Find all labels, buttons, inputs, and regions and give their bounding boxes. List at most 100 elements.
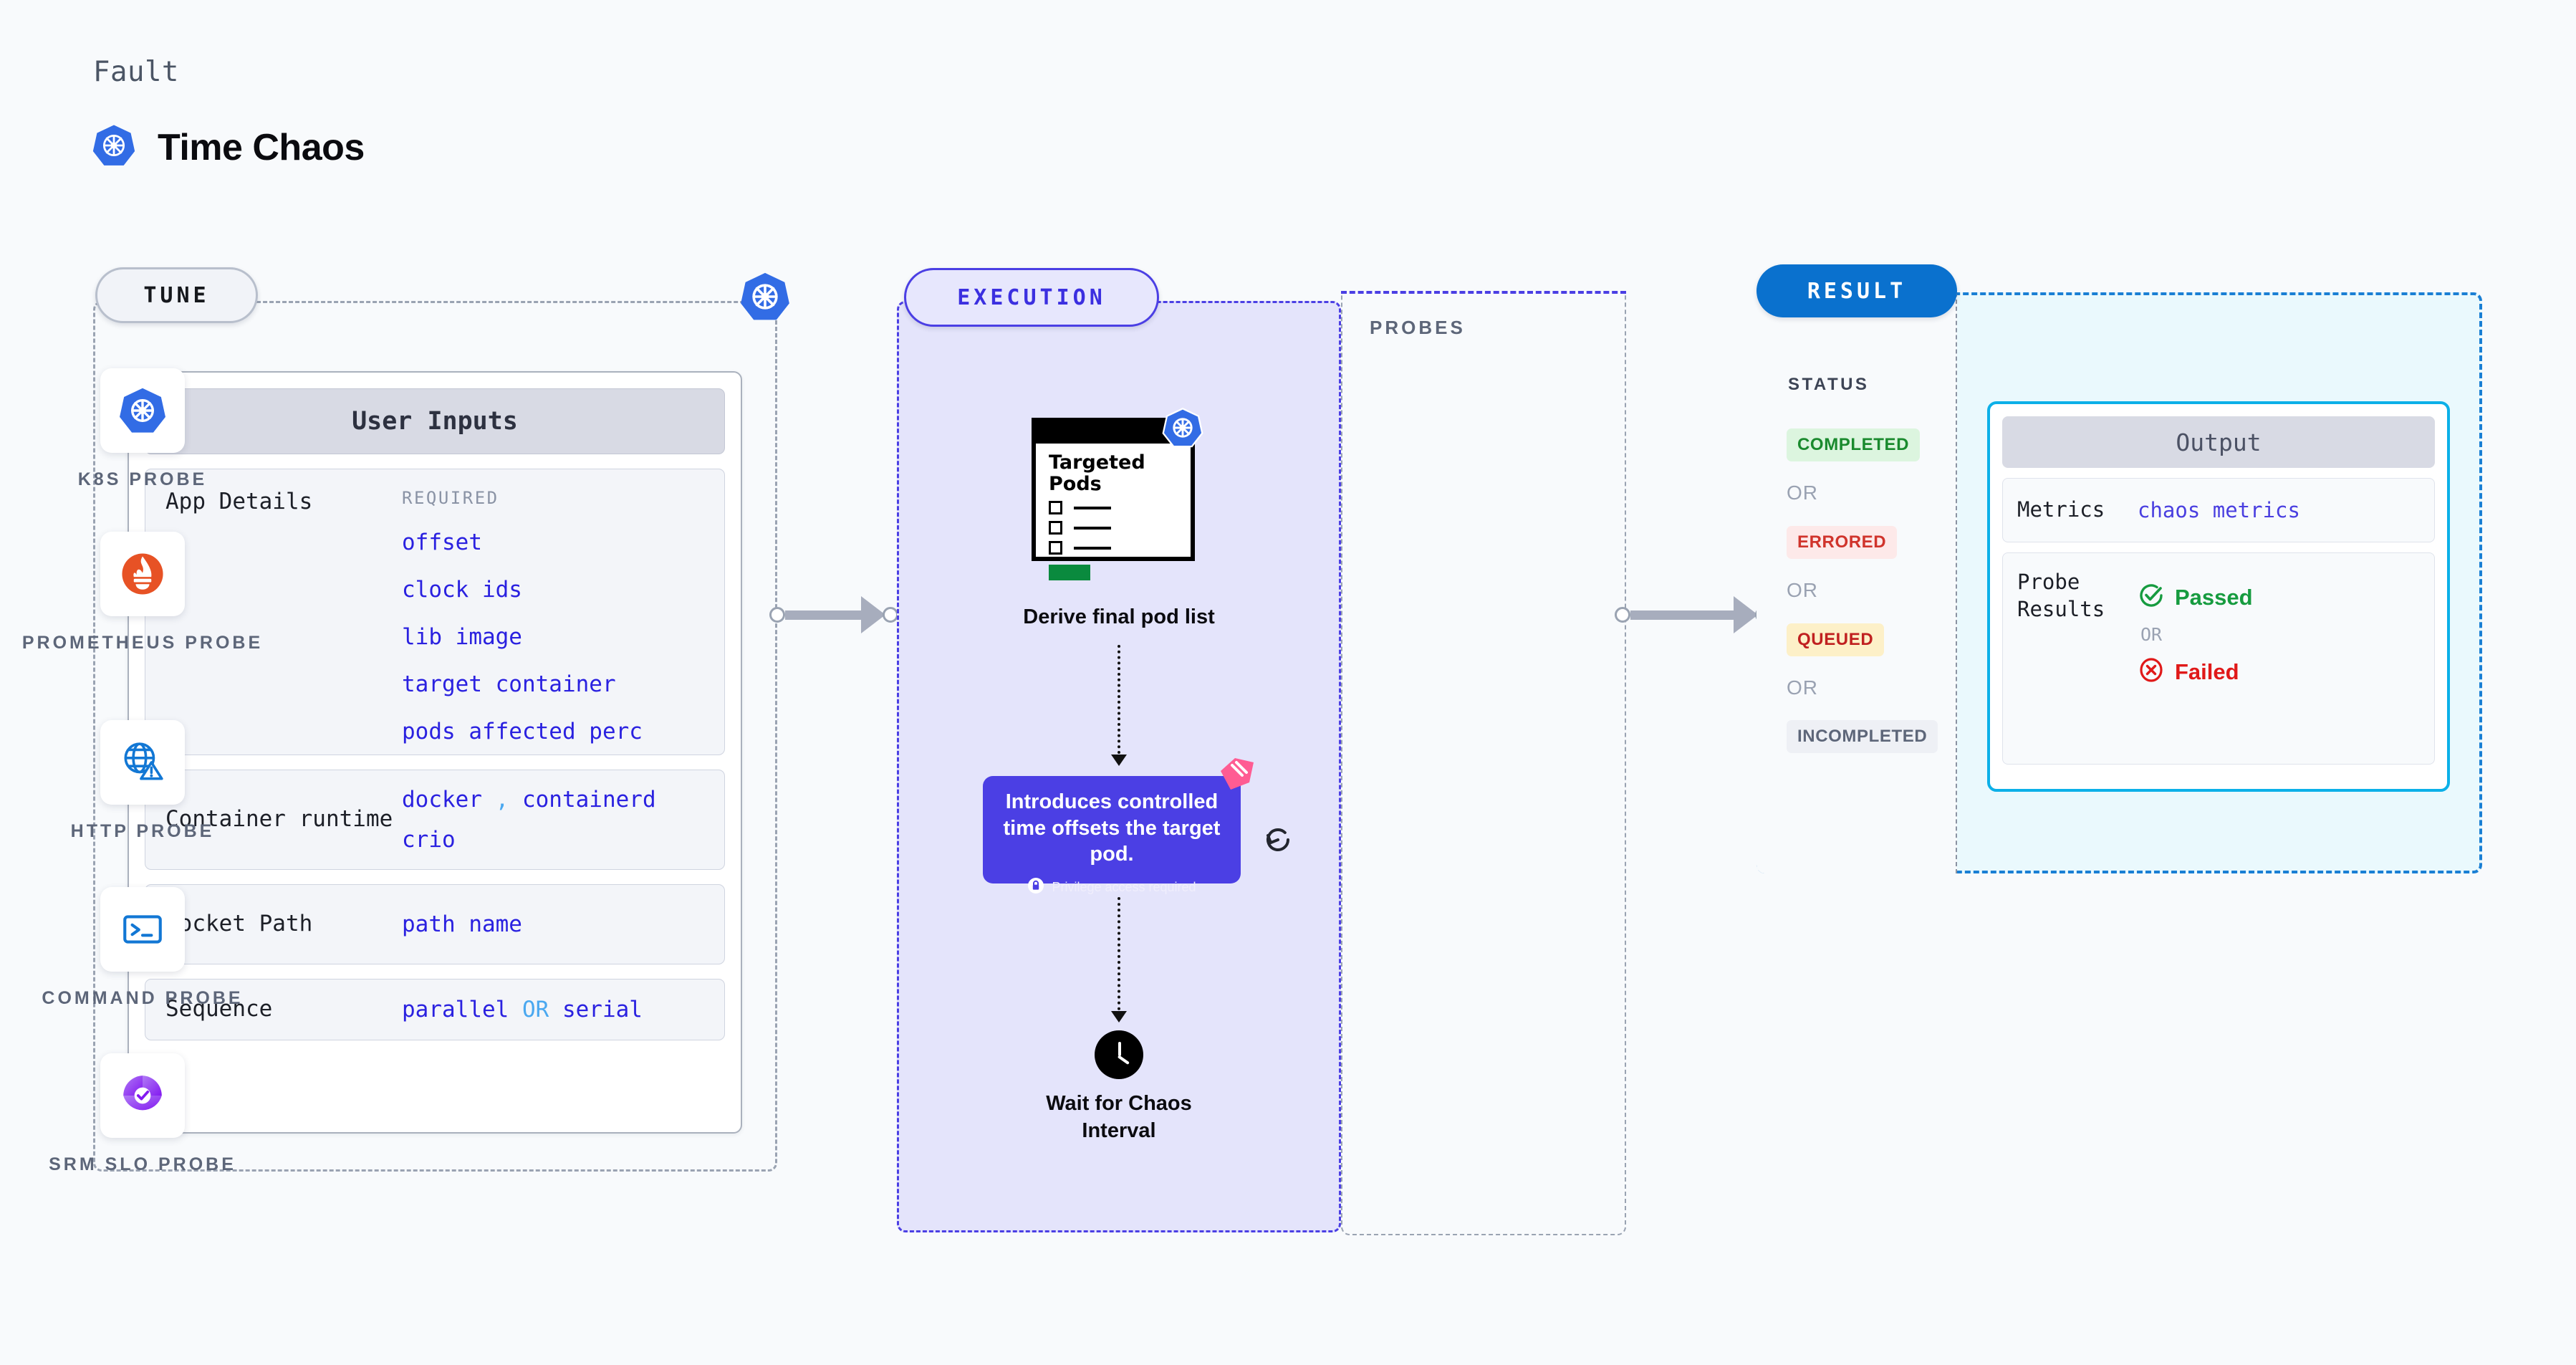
derive-pod-list-caption: Derive final pod list: [1023, 605, 1215, 628]
required-label: REQUIRED: [402, 488, 499, 508]
lock-icon: [1027, 877, 1044, 898]
execution-badge: EXECUTION: [904, 268, 1159, 327]
connector-endpoint: [1615, 607, 1630, 623]
probe-label: SRM SLO PROBE: [49, 1154, 236, 1174]
probe-result-or: OR: [2140, 624, 2163, 645]
failed-label: Failed: [2175, 658, 2239, 684]
checkbox-icon: [1049, 521, 1062, 535]
page-eyebrow: Fault: [93, 56, 179, 88]
refresh-icon[interactable]: [1261, 823, 1295, 857]
connector-endpoint: [769, 607, 785, 623]
probe-label: PROMETHEUS PROBE: [21, 633, 264, 653]
connector-arrowhead: [1734, 596, 1758, 633]
tune-panel: [93, 301, 777, 1172]
x-circle-icon: [2138, 656, 2165, 687]
probes-title: PROBES: [1370, 317, 1466, 338]
output-card: Output Metrics chaos metrics Probe Resul…: [1987, 401, 2450, 792]
kubernetes-icon: [92, 123, 136, 171]
callout-text: Introduces controlled time offsets the t…: [1003, 790, 1221, 866]
status-badge-completed: COMPLETED: [1787, 428, 1921, 461]
input-value: crio: [402, 827, 456, 853]
terminal-icon: [100, 887, 185, 972]
line-placeholder: [1074, 527, 1111, 530]
probes-top-border: [1341, 291, 1626, 294]
wait-caption-line2: Interval: [1082, 1119, 1156, 1142]
connector-arrowhead: [861, 596, 885, 633]
output-title: Output: [2002, 416, 2435, 468]
input-value: clock ids: [402, 577, 522, 603]
row-label: Sequence: [165, 996, 273, 1022]
input-row-sequence: Sequence parallel OR serial: [145, 979, 725, 1040]
status-or: OR: [1787, 676, 1818, 699]
probe-command[interactable]: COMMAND PROBE: [0, 887, 285, 1011]
line-placeholder: [1074, 547, 1111, 550]
ribbon-icon: [1218, 758, 1255, 791]
input-row-socket-path: Socket Path path name: [145, 884, 725, 964]
flow-connector: [1118, 897, 1120, 1016]
flow-connector: [1118, 645, 1120, 760]
kubernetes-icon: [100, 368, 185, 453]
probe-srm-slo[interactable]: SRM SLO PROBE: [0, 1053, 285, 1177]
page-title: Time Chaos: [158, 126, 365, 168]
connector-execution-result: [1615, 596, 1771, 633]
output-row-value: chaos metrics: [2138, 498, 2300, 522]
status-badge-queued: QUEUED: [1787, 623, 1885, 656]
document-title-line2: Pods: [1049, 472, 1102, 495]
input-value: offset: [402, 530, 482, 555]
connector-line: [785, 610, 861, 620]
probe-label: HTTP PROBE: [70, 821, 215, 841]
input-value: pods affected perc: [402, 719, 643, 744]
user-inputs-card: User Inputs App Details REQUIRED offset …: [128, 371, 742, 1134]
input-value: lib image: [402, 624, 522, 650]
probe-results-label: Probe Results: [2017, 570, 2105, 621]
kubernetes-icon: [1162, 407, 1203, 449]
document-checklist-item: [1036, 501, 1191, 515]
output-row-probe-results: Probe Results Passed OR: [2002, 552, 2435, 765]
status-or: OR: [1787, 579, 1818, 601]
wait-chaos-caption: Wait for Chaos Interval: [897, 1091, 1341, 1144]
line-placeholder: [1074, 507, 1111, 509]
status-badge-errored: ERRORED: [1787, 526, 1898, 559]
probe-label: COMMAND PROBE: [42, 988, 244, 1008]
input-row-container-runtime: Container runtime docker , containerd cr…: [145, 770, 725, 870]
probe-result-failed: Failed: [2138, 656, 2253, 687]
globe-warning-icon: [100, 720, 185, 805]
status-or: OR: [1787, 482, 1818, 504]
srm-slo-icon: [100, 1053, 185, 1138]
flow-arrowhead: [1111, 755, 1127, 766]
document-checklist-item: [1036, 541, 1191, 555]
probe-http[interactable]: HTTP PROBE: [0, 720, 285, 844]
probe-prometheus[interactable]: PROMETHEUS PROBE: [0, 532, 285, 656]
prometheus-icon: [100, 532, 185, 616]
targeted-pods-document: Targeted Pods: [1032, 418, 1195, 581]
input-value: target container: [402, 671, 616, 697]
connector-tune-execution: [769, 596, 898, 633]
probe-result-passed: Passed: [2138, 582, 2253, 613]
kubernetes-icon: [739, 271, 791, 322]
user-inputs-title: User Inputs: [145, 388, 725, 454]
tune-badge: TUNE: [95, 267, 258, 323]
privilege-label: Privilege access required: [1052, 879, 1196, 894]
input-value: docker , containerd: [402, 787, 656, 813]
probe-k8s[interactable]: K8S PROBE: [0, 368, 285, 492]
probes-panel: [1341, 292, 1626, 1235]
connector-line: [1630, 610, 1734, 620]
document-title-line1: Targeted: [1049, 451, 1145, 474]
output-row-label: Metrics: [2017, 497, 2105, 522]
status-column: [1756, 292, 1957, 873]
connector-endpoint: [883, 607, 898, 623]
output-row-metrics: Metrics chaos metrics: [2002, 478, 2435, 542]
output-row-label: Probe Results: [2017, 569, 2138, 748]
row-label: Socket Path: [165, 911, 313, 937]
privilege-notice: Privilege access required: [1027, 877, 1196, 898]
check-circle-icon: [2138, 582, 2165, 613]
flow-arrowhead: [1111, 1011, 1127, 1022]
clock-icon: [1095, 1030, 1143, 1079]
input-value: path name: [402, 911, 522, 937]
result-badge: RESULT: [1756, 264, 1957, 317]
input-value: parallel OR serial: [402, 997, 643, 1022]
document-title: Targeted Pods: [1036, 444, 1191, 494]
page-header: Time Chaos: [92, 123, 365, 171]
row-label: Container runtime: [165, 806, 393, 833]
